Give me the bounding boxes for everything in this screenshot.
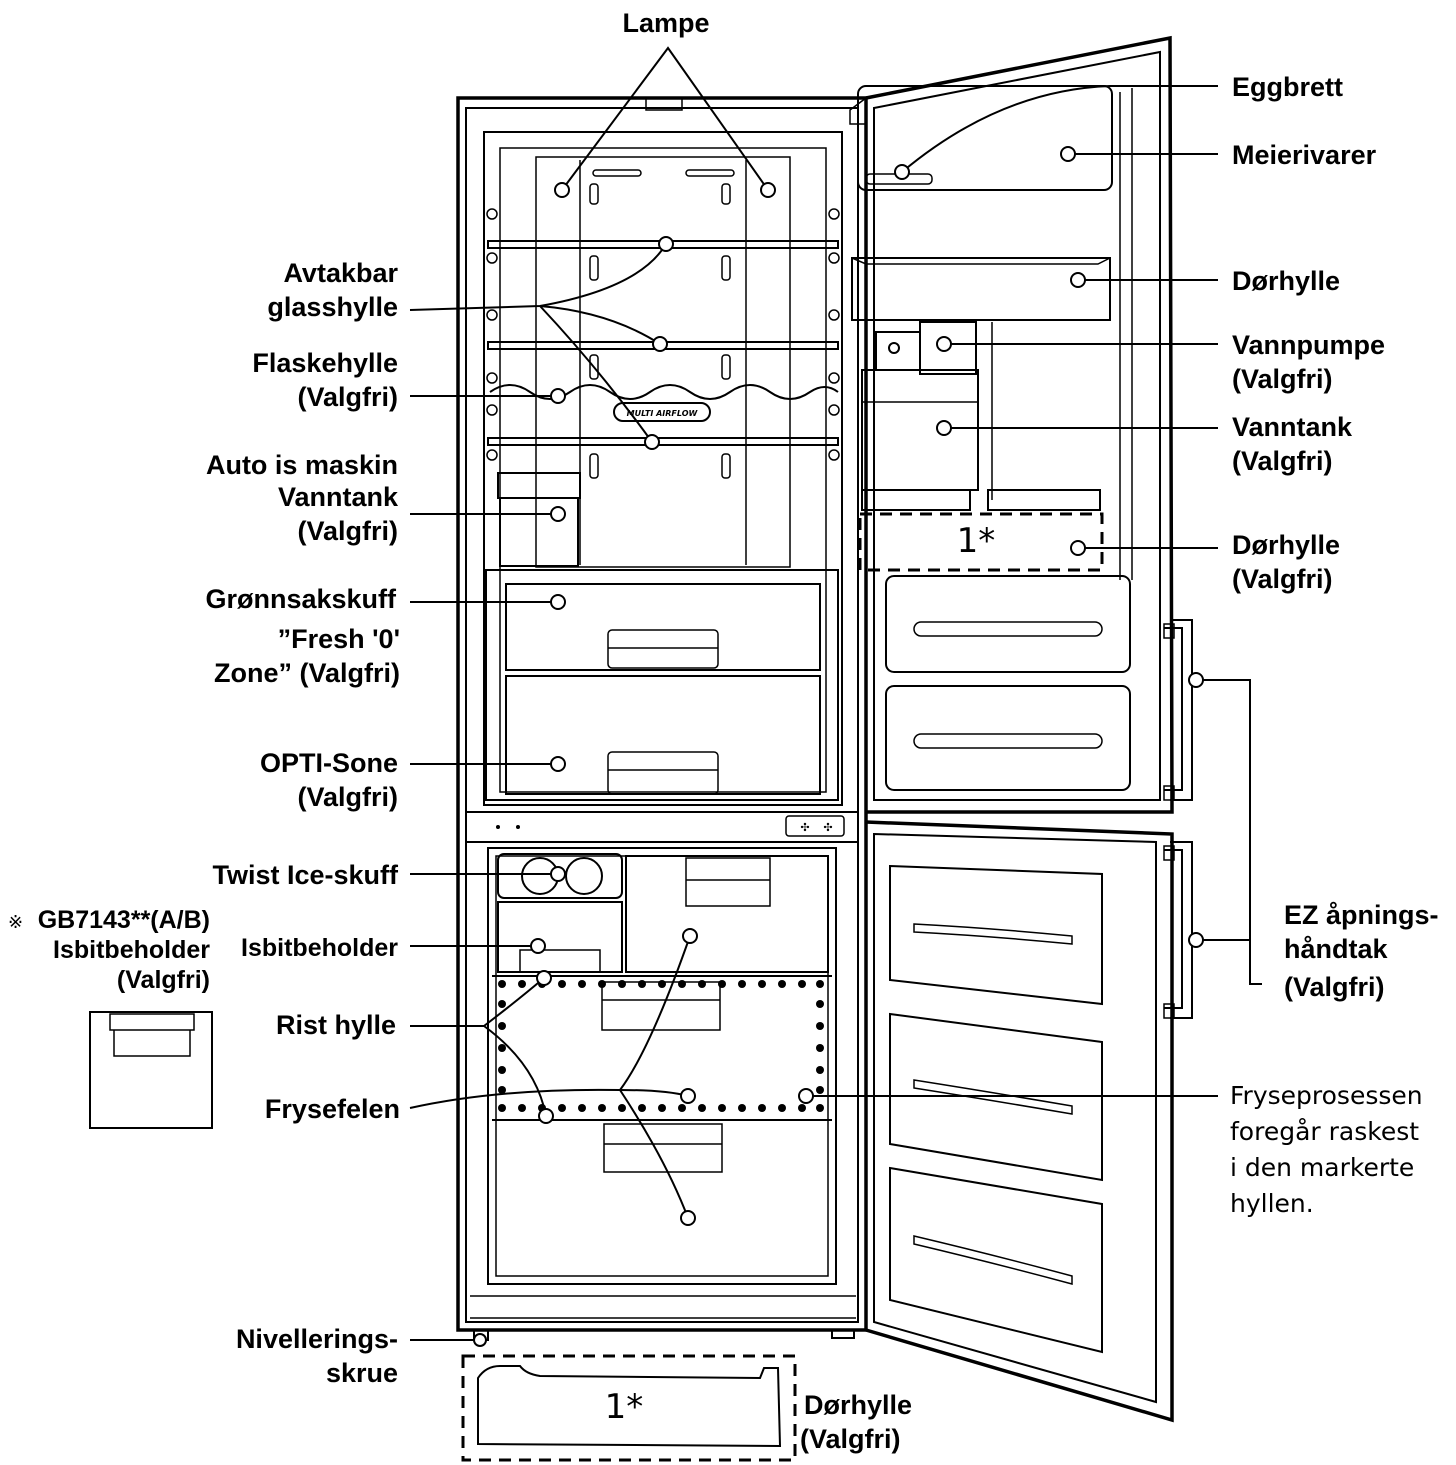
freezer-door (865, 820, 1193, 1423)
label-eggbrett: Eggbrett (1232, 72, 1343, 102)
label-fresh-zone-1: ”Fresh '0' (278, 624, 400, 654)
label-lampe: Lampe (622, 8, 709, 38)
label-ez-handle-3: (Valgfri) (1284, 972, 1385, 1002)
fast-freeze-shelf-dots (498, 980, 824, 1112)
label-gronnsakskuff: Grønnsakskuff (205, 584, 397, 614)
gb7143-ice-bin-inset (89, 1011, 213, 1129)
label-nivellerings: Nivellerings- (236, 1324, 398, 1354)
cabinet: MULTI AIRFLOW ✣ ✣ (456, 96, 868, 1341)
optional-mark-bottom: 1* (605, 1387, 644, 1427)
note-line-2: foregår raskest (1230, 1117, 1419, 1146)
auto-ice-water-tank (497, 472, 581, 567)
gb-reference-mark: ※ (8, 912, 23, 933)
label-vanntank: Vanntank (1232, 412, 1353, 442)
note-line-4: hyllen. (1230, 1189, 1314, 1218)
label-fresh-zone-2: Zone” (Valgfri) (214, 658, 400, 688)
label-dorhylle-top: Dørhylle (1232, 266, 1340, 296)
divider-panel: ✣ ✣ (466, 811, 858, 843)
freezer-compartment (470, 847, 856, 1319)
bottle-rack (489, 384, 839, 400)
label-dorhylle-mid-opt: (Valgfri) (1232, 564, 1333, 594)
label-glasshylle: glasshylle (267, 292, 398, 322)
multi-airflow-plate: MULTI AIRFLOW (613, 402, 711, 422)
freezer-door-bins (889, 864, 1103, 1354)
note-line-3: i den markerte (1230, 1153, 1414, 1182)
svg-text:✣: ✣ (800, 821, 809, 834)
label-ez-handle-2: håndtak (1284, 934, 1389, 964)
fridge-handle (1163, 619, 1193, 801)
optional-mark-top: 1* (957, 521, 996, 561)
label-avtakbar: Avtakbar (283, 258, 398, 288)
label-vannpumpe: Vannpumpe (1232, 330, 1385, 360)
freezer-handle (1163, 841, 1193, 1019)
label-rist-hylle: Rist hylle (276, 1010, 396, 1040)
label-dorhylle-bottom-opt: (Valgfri) (800, 1424, 901, 1454)
note-line-1: Fryseprosessen (1230, 1081, 1423, 1110)
callout-dots (473, 146, 1204, 1347)
label-autois-3: (Valgfri) (297, 516, 398, 546)
vegetable-drawers (485, 569, 839, 801)
leader-lines (409, 46, 1262, 1341)
label-meierivarer: Meierivarer (1232, 140, 1377, 170)
water-pump-unit (861, 321, 993, 500)
label-opti-sone: OPTI-Sone (260, 748, 398, 778)
label-gb7143: GB7143**(A/B) (38, 906, 210, 934)
svg-text:MULTI AIRFLOW: MULTI AIRFLOW (627, 409, 699, 418)
fridge-door (849, 35, 1193, 814)
label-gb-isbitbeholder: Isbitbeholder (53, 936, 210, 964)
glass-shelves (487, 240, 839, 446)
label-flaskehylle: Flaskehylle (252, 348, 398, 378)
label-vannpumpe-opt: (Valgfri) (1232, 364, 1333, 394)
shelf-rails (486, 208, 840, 461)
label-vanntank-opt: (Valgfri) (1232, 446, 1333, 476)
label-autois-2: Vanntank (278, 482, 399, 512)
optional-door-shelf-1: 1* (858, 512, 1104, 572)
label-frysefelen: Frysefelen (265, 1094, 400, 1124)
optional-door-shelf-bottom: 1* (461, 1354, 797, 1462)
label-ez-handle-1: EZ åpnings- (1284, 900, 1439, 930)
label-dorhylle-bottom: Dørhylle (804, 1390, 912, 1420)
label-twist-ice: Twist Ice-skuff (212, 860, 399, 890)
label-isbitbeholder: Isbitbeholder (241, 934, 398, 962)
air-vents (589, 169, 735, 479)
label-dorhylle-mid: Dørhylle (1232, 530, 1340, 560)
label-autois-1: Auto is maskin (206, 450, 398, 480)
svg-text:✣: ✣ (823, 821, 832, 834)
label-gb-valgfri: (Valgfri) (117, 966, 210, 994)
label-flaskehylle-opt: (Valgfri) (297, 382, 398, 412)
fridge-door-bins (885, 575, 1131, 791)
label-opti-sone-opt: (Valgfri) (297, 782, 398, 812)
label-skrue: skrue (326, 1358, 398, 1388)
